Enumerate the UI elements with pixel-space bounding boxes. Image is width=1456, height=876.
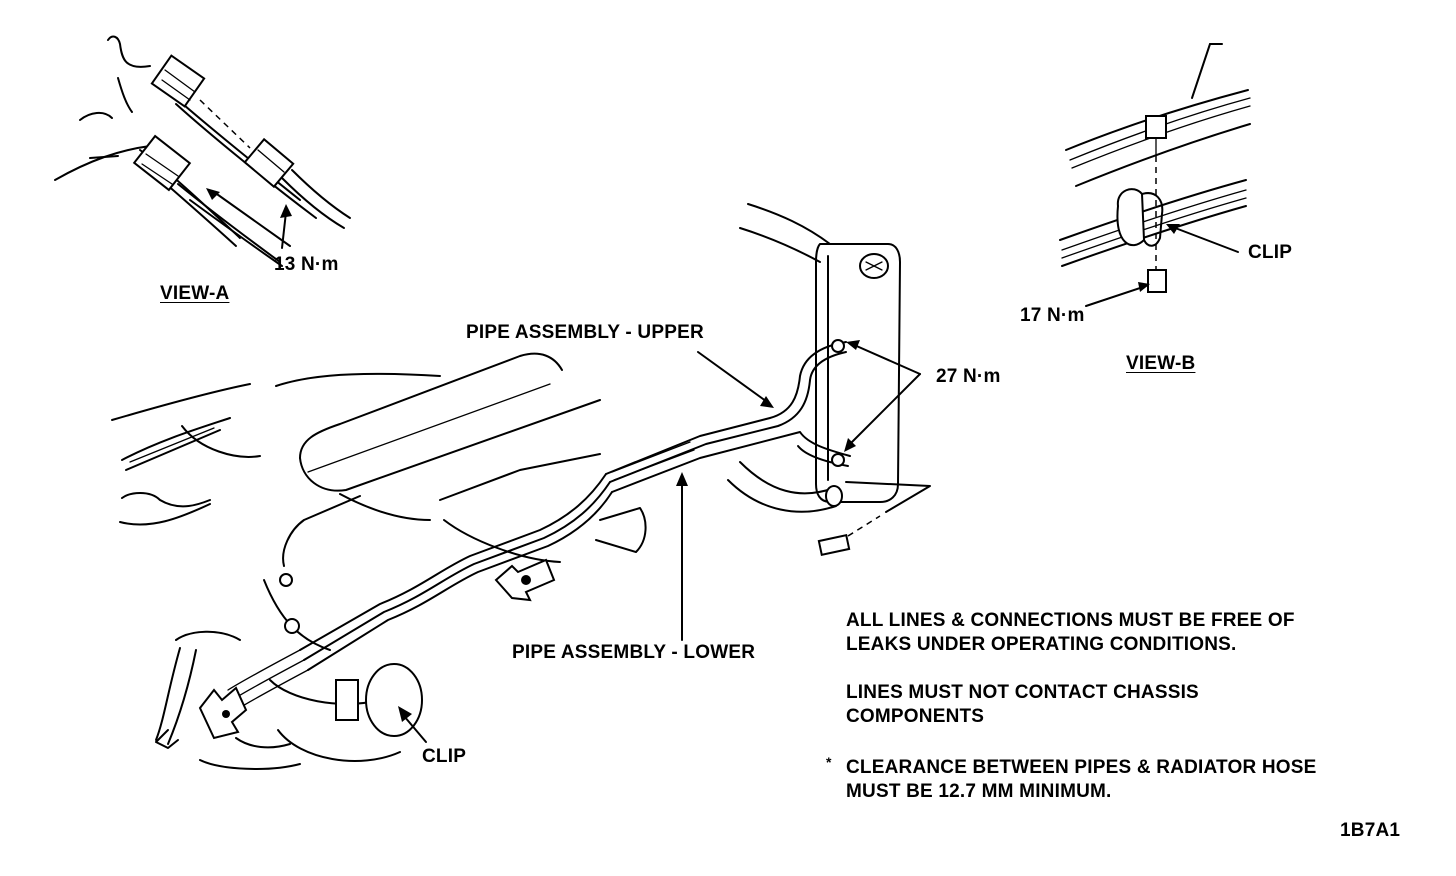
leader-lines xyxy=(676,340,921,641)
figure-code: 1B7A1 xyxy=(1340,820,1401,841)
note-contact-line-1: LINES MUST NOT CONTACT CHASSIS xyxy=(846,682,1199,703)
clip-label-view-b: CLIP xyxy=(1248,242,1293,263)
pipe-assembly-upper-label: PIPE ASSEMBLY - UPPER xyxy=(466,322,704,343)
view-a-detail xyxy=(54,35,351,267)
note-contact-line-2: COMPONENTS xyxy=(846,706,985,727)
note-clearance-line-2: MUST BE 12.7 MM MINIMUM. xyxy=(846,781,1112,802)
engine-block xyxy=(111,352,647,770)
torque-label-radiator: 27 N·m xyxy=(936,366,1001,387)
pipe-assembly-lower-label: PIPE ASSEMBLY - LOWER xyxy=(512,642,756,663)
note-clearance-line-1: CLEARANCE BETWEEN PIPES & RADIATOR HOSE xyxy=(846,757,1317,778)
view-b-title: VIEW-B xyxy=(1126,353,1196,374)
view-a-arrow-icon xyxy=(198,686,248,740)
clip-label-lower: CLIP xyxy=(422,746,467,767)
note-asterisk: * xyxy=(826,754,832,770)
radiator xyxy=(739,203,931,556)
note-leaks-line-2: LEAKS UNDER OPERATING CONDITIONS. xyxy=(846,634,1237,655)
bolt-icon xyxy=(284,618,300,634)
pipe-assemblies xyxy=(227,339,851,711)
torque-label-view-a: 13 N·m xyxy=(274,254,339,275)
note-leaks-line-1: ALL LINES & CONNECTIONS MUST BE FREE OF xyxy=(846,610,1295,631)
view-b-detail xyxy=(1059,43,1251,307)
view-a-title: VIEW-A xyxy=(160,283,230,304)
torque-label-view-b: 17 N·m xyxy=(1020,305,1085,326)
view-b-arrow-icon xyxy=(494,558,556,602)
